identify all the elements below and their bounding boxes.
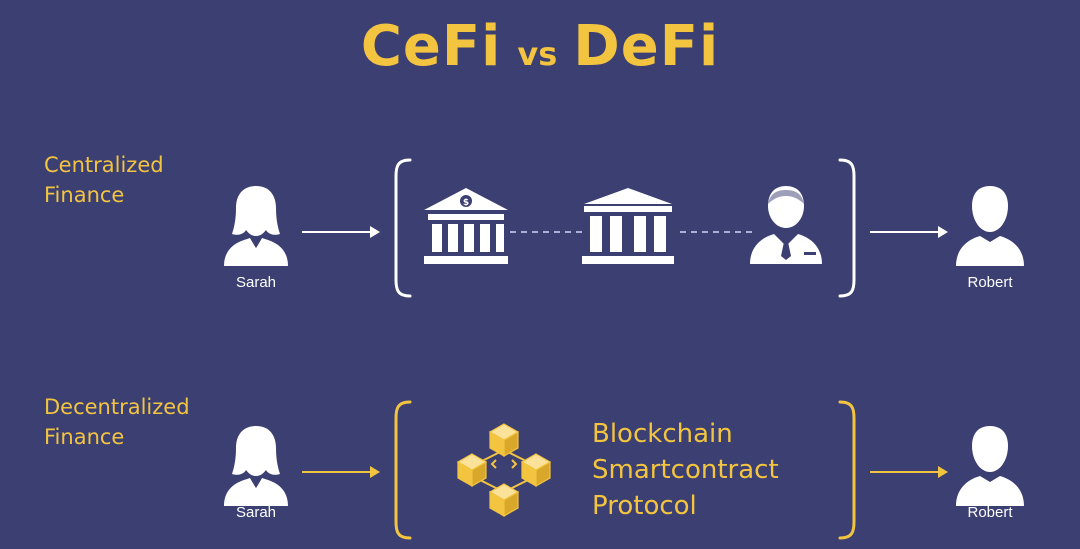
cefi-sender-name: Sarah	[235, 274, 277, 291]
cefi-receiver-name: Robert	[967, 274, 1013, 291]
defi-sender-woman-icon	[218, 422, 294, 506]
defi-receiver-name: Robert	[967, 504, 1013, 521]
title-vs: vs	[517, 35, 558, 73]
defi-bracket-right	[834, 398, 864, 542]
cefi-sender-woman-icon	[218, 182, 294, 266]
bank-with-dollar-icon: $	[422, 186, 510, 266]
cefi-row-label: Centralized Finance	[44, 153, 164, 207]
cefi-receiver-man-icon	[952, 182, 1028, 266]
protocol-text-block: Blockchain Smartcontract Protocol	[592, 416, 779, 524]
title-cefi: CeFi	[360, 14, 502, 79]
protocol-line-smartcontract: Smartcontract	[592, 455, 779, 485]
cefi-arrow-out	[870, 224, 950, 240]
defi-arrow-out	[870, 464, 950, 480]
cefi-bracket-left	[386, 156, 416, 300]
cefi-arrow-in	[302, 224, 382, 240]
cefi-dashed-connector-2	[680, 230, 752, 234]
banker-icon	[746, 184, 826, 266]
protocol-line-protocol: Protocol	[592, 491, 697, 521]
protocol-line-blockchain: Blockchain	[592, 419, 733, 449]
cefi-bracket-right	[834, 156, 864, 300]
defi-sender-name: Sarah	[235, 504, 277, 521]
svg-text:$: $	[463, 198, 469, 208]
institution-building-icon	[580, 186, 676, 266]
blockchain-cubes-icon	[452, 420, 556, 520]
defi-bracket-left	[386, 398, 416, 542]
defi-receiver-man-icon	[952, 422, 1028, 506]
defi-row-label: Decentralized Finance	[44, 395, 190, 449]
cefi-dashed-connector-1	[510, 230, 582, 234]
defi-arrow-in	[302, 464, 382, 480]
title-defi: DeFi	[573, 14, 720, 79]
